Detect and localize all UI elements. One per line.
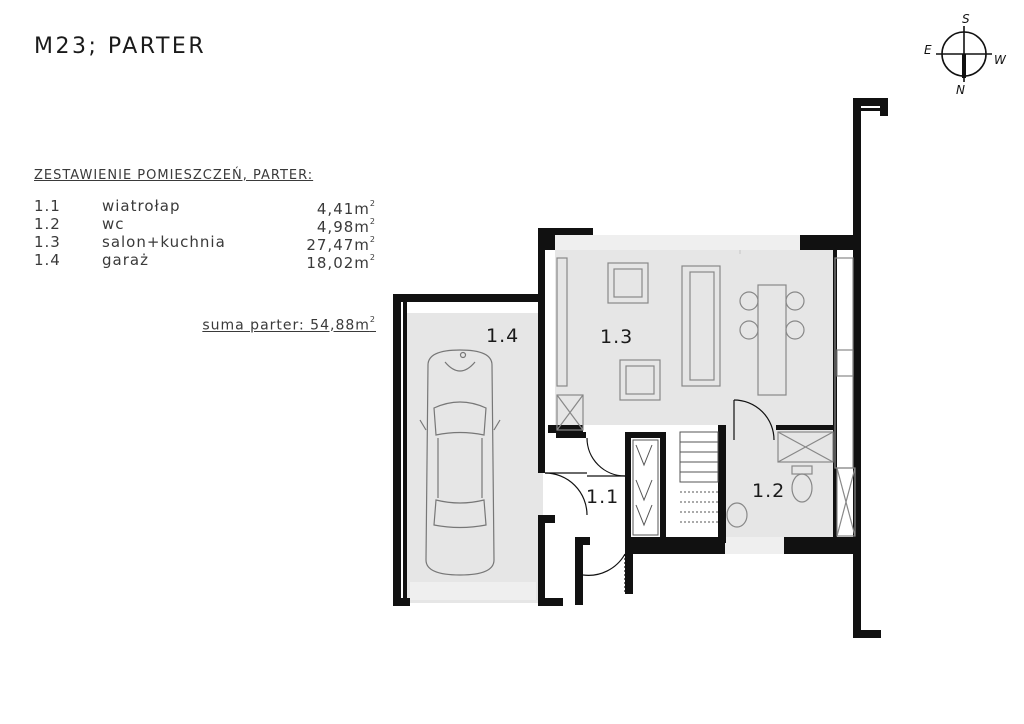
room-label-vestibule: 1.1 (586, 486, 619, 508)
chair (785, 291, 805, 311)
kitchen-sink (836, 349, 854, 377)
wall-east-cap-end (880, 98, 888, 116)
room-row: 1.2 wc 4,98m2 (34, 215, 384, 236)
wall-south-right (784, 537, 853, 554)
car (419, 349, 501, 576)
room-label-living: 1.3 (600, 326, 633, 348)
door-entry-swing (582, 553, 626, 576)
chair (739, 320, 759, 340)
summary-heading: ZESTAWIENIE POMIESZCZEŃ, PARTER: (34, 168, 314, 183)
room-area: 27,47m2 (306, 235, 376, 254)
compass-east-label: E (924, 43, 932, 57)
wc-cabinet (777, 431, 834, 463)
chair (739, 291, 759, 311)
door-vestibule-swing (586, 437, 626, 477)
wall-garage-south-e (538, 598, 563, 606)
wall-garage-south-w (393, 598, 410, 606)
compass-north-label: N (956, 83, 965, 97)
room-name: garaż (102, 251, 149, 269)
furniture (556, 250, 856, 537)
wall-closet-left (625, 432, 631, 554)
room-name: salon+kuchnia (102, 233, 226, 251)
kitchen-counter (834, 257, 854, 469)
garage-door-strip (410, 582, 536, 600)
wall-garage-east (538, 228, 545, 473)
total-area: suma parter: 54,88m2 (202, 315, 376, 334)
chair (785, 320, 805, 340)
tv-cabinet (556, 257, 568, 387)
wall-vestibule-top-l (548, 425, 583, 433)
room-label-wc: 1.2 (752, 480, 785, 502)
shower (836, 467, 856, 537)
wall-east-base (853, 630, 881, 638)
wall-door-stub (538, 515, 555, 523)
room-row: 1.4 garaż 18,02m2 (34, 251, 384, 272)
wall-garage-west (393, 294, 401, 606)
wall-entry-right (625, 554, 633, 594)
page-title: M23; PARTER (34, 34, 207, 59)
wall-closet-right (660, 432, 666, 542)
wall-south-middle (625, 537, 725, 554)
room-number: 1.1 (34, 197, 61, 215)
wc-floor (726, 425, 833, 537)
wall-garage-north (393, 294, 545, 302)
armchair-north (607, 262, 649, 304)
room-number: 1.2 (34, 215, 61, 233)
room-name: wc (102, 215, 125, 233)
room-area: 4,41m2 (316, 199, 376, 218)
garage-floor (403, 313, 543, 603)
wall-garage-east-low (538, 515, 545, 605)
wall-closet-top (625, 432, 665, 438)
room-labels: 1.4 1.3 1.1 1.2 (486, 325, 785, 508)
wall-vestibule-post (575, 425, 583, 433)
stairs (679, 431, 719, 523)
door-garage-swing (544, 472, 588, 516)
closet-hangers (632, 439, 659, 536)
room-number: 1.3 (34, 233, 61, 251)
wall-vestibule-top (556, 432, 586, 438)
living-floor (555, 250, 833, 425)
room-number: 1.4 (34, 251, 61, 269)
room-row: 1.3 salon+kuchnia 27,47m2 (34, 233, 384, 254)
fireplace (556, 394, 584, 431)
compass-south-label: S (962, 12, 970, 26)
room-name: wiatrołap (102, 197, 181, 215)
sofa (681, 265, 721, 387)
wall-north-left-top (538, 228, 593, 235)
wall-garage-inner (403, 302, 407, 598)
window-strip (555, 235, 800, 250)
armchair-south (619, 359, 661, 401)
room-row: 1.1 wiatrołap 4,41m2 (34, 197, 384, 218)
room-area: 4,98m2 (316, 217, 376, 236)
door-wc-swing (733, 399, 775, 441)
wall-north-right (800, 235, 861, 250)
wall-entry-stub (575, 537, 590, 545)
room-summary: ZESTAWIENIE POMIESZCZEŃ, PARTER: 1.1 wia… (34, 168, 384, 334)
dining-table (757, 284, 787, 396)
washbasin (726, 502, 748, 528)
room-area: 18,02m2 (306, 253, 376, 272)
wall-entry-left (575, 537, 583, 605)
compass-icon: S E W N (924, 12, 1007, 97)
wall-east-cap (853, 98, 888, 106)
wall-east (853, 98, 861, 638)
doors (544, 399, 775, 592)
wall-wc-west (718, 425, 726, 543)
compass-west-label: W (994, 53, 1007, 67)
wall-wc-north (776, 425, 833, 430)
floor-fills (403, 235, 833, 603)
room-label-garage: 1.4 (486, 325, 519, 347)
wall-east-inner (861, 108, 881, 111)
